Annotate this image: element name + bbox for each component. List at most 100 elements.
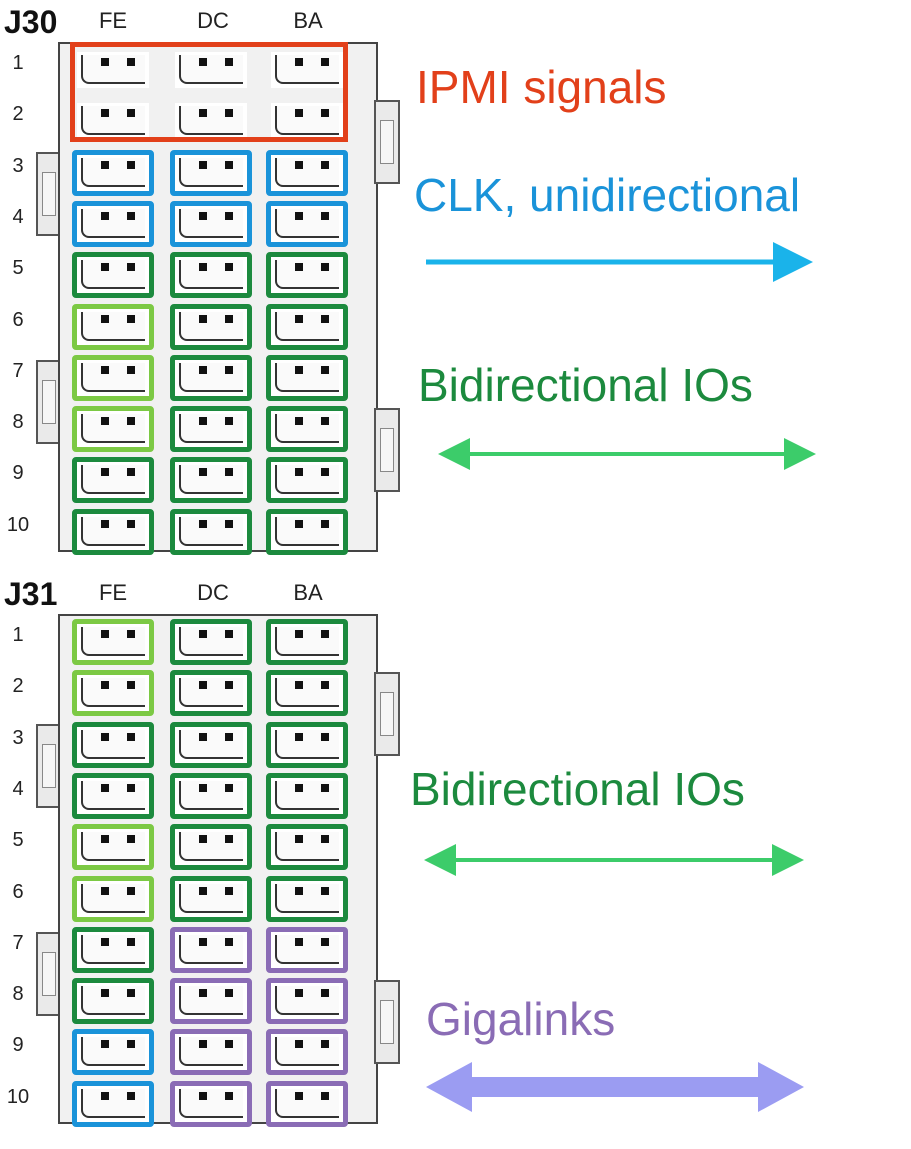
contact-dot [127, 263, 135, 272]
contact-dot [127, 630, 135, 638]
pin-bidir_dark [266, 457, 348, 504]
contact-dot [225, 1091, 233, 1100]
row-number: 1 [12, 624, 24, 646]
pin-socket [179, 516, 243, 546]
pin-socket [81, 260, 145, 290]
contact-dot [127, 365, 135, 374]
pin-clk [72, 149, 154, 196]
contact-dot [321, 1091, 329, 1100]
pin-bidir_light [72, 354, 154, 401]
pin-ipmi [72, 98, 154, 145]
contact-dot [295, 937, 303, 946]
connector-label: J31 [4, 576, 58, 612]
pin-socket [275, 55, 339, 84]
row-number: 7 [12, 931, 24, 954]
pin-bidir_dark [72, 457, 154, 504]
contact-dot [225, 417, 233, 426]
pin-gigalink [266, 978, 348, 1025]
contact-dot [321, 1040, 329, 1049]
contact-dot [101, 835, 109, 844]
contact-dot [101, 937, 109, 946]
contact-dot [225, 519, 233, 528]
contact-dot [295, 989, 303, 998]
contact-dot [127, 417, 135, 426]
pin-socket [275, 106, 339, 136]
pin-socket [81, 157, 145, 187]
contact-dot [295, 519, 303, 528]
column-header-fe: FE [98, 580, 128, 605]
pin-socket [179, 627, 243, 656]
pin-socket [179, 986, 243, 1016]
contact-dot [295, 732, 303, 741]
contact-dot [127, 314, 135, 323]
contact-dot [321, 365, 329, 374]
pin-socket [275, 157, 339, 187]
row-number: 10 [6, 513, 30, 536]
contact-dot [295, 1040, 303, 1049]
pin-socket [179, 934, 243, 964]
contact-dot [199, 681, 207, 690]
pin-gigalink [170, 1029, 252, 1076]
contact-dot [127, 989, 135, 998]
pin-clk [170, 200, 252, 247]
pin-bidir_dark [170, 457, 252, 504]
row-number: 7 [12, 359, 24, 382]
pin-socket [81, 414, 145, 444]
contact-dot [127, 886, 135, 895]
pin-socket [81, 208, 145, 238]
contact-dot [321, 783, 329, 792]
contact-dot [295, 314, 303, 323]
contact-dot [101, 109, 109, 118]
pin-bidir_dark [170, 508, 252, 555]
contact-dot [199, 365, 207, 374]
pin-socket [275, 208, 339, 238]
contact-dot [101, 1091, 109, 1100]
column-header-dc: DC [197, 580, 229, 605]
contact-dot [321, 263, 329, 272]
pin-clk [72, 200, 154, 247]
contact-dot [199, 783, 207, 792]
contact-dot [127, 58, 135, 66]
contact-dot [199, 314, 207, 323]
contact-dot [199, 58, 207, 66]
pin-bidir_dark [266, 619, 348, 665]
pin-bidir_dark [170, 670, 252, 717]
pin-socket [275, 934, 339, 964]
legend-bidirectional-ios: Bidirectional IOs [410, 763, 745, 815]
pin-socket [275, 260, 339, 290]
contact-dot [225, 468, 233, 477]
pin-bidir_dark [170, 772, 252, 819]
pin-socket [275, 678, 339, 708]
pin-socket [81, 55, 145, 84]
contact-dot [101, 58, 109, 66]
pin-clk [72, 1029, 154, 1076]
pin-socket [275, 1088, 339, 1118]
pin-socket [275, 414, 339, 444]
contact-dot [225, 58, 233, 66]
contact-dot [295, 886, 303, 895]
pin-bidir_dark [72, 772, 154, 819]
contact-dot [127, 1040, 135, 1049]
pin-bidir_dark [266, 875, 348, 922]
contact-dot [321, 109, 329, 118]
pin-bidir_dark [170, 721, 252, 768]
contact-dot [225, 1040, 233, 1049]
contact-dot [321, 886, 329, 895]
pin-clk [72, 1080, 154, 1127]
contact-dot [295, 835, 303, 844]
right-latch-tab [374, 672, 400, 756]
contact-dot [127, 519, 135, 528]
pin-clk [266, 149, 348, 196]
contact-dot [295, 417, 303, 426]
connector-j31: J31 FE DC BA Bidirectional IOs Gigalinks… [0, 572, 911, 1142]
pin-socket [81, 106, 145, 136]
contact-dot [127, 109, 135, 118]
pin-socket [81, 362, 145, 392]
contact-dot [101, 417, 109, 426]
right-latch-tab [374, 408, 400, 492]
contact-dot [321, 468, 329, 477]
pin-socket [179, 780, 243, 810]
pin-socket [81, 516, 145, 546]
legend-gigalinks: Gigalinks [426, 993, 616, 1045]
contact-dot [101, 314, 109, 323]
